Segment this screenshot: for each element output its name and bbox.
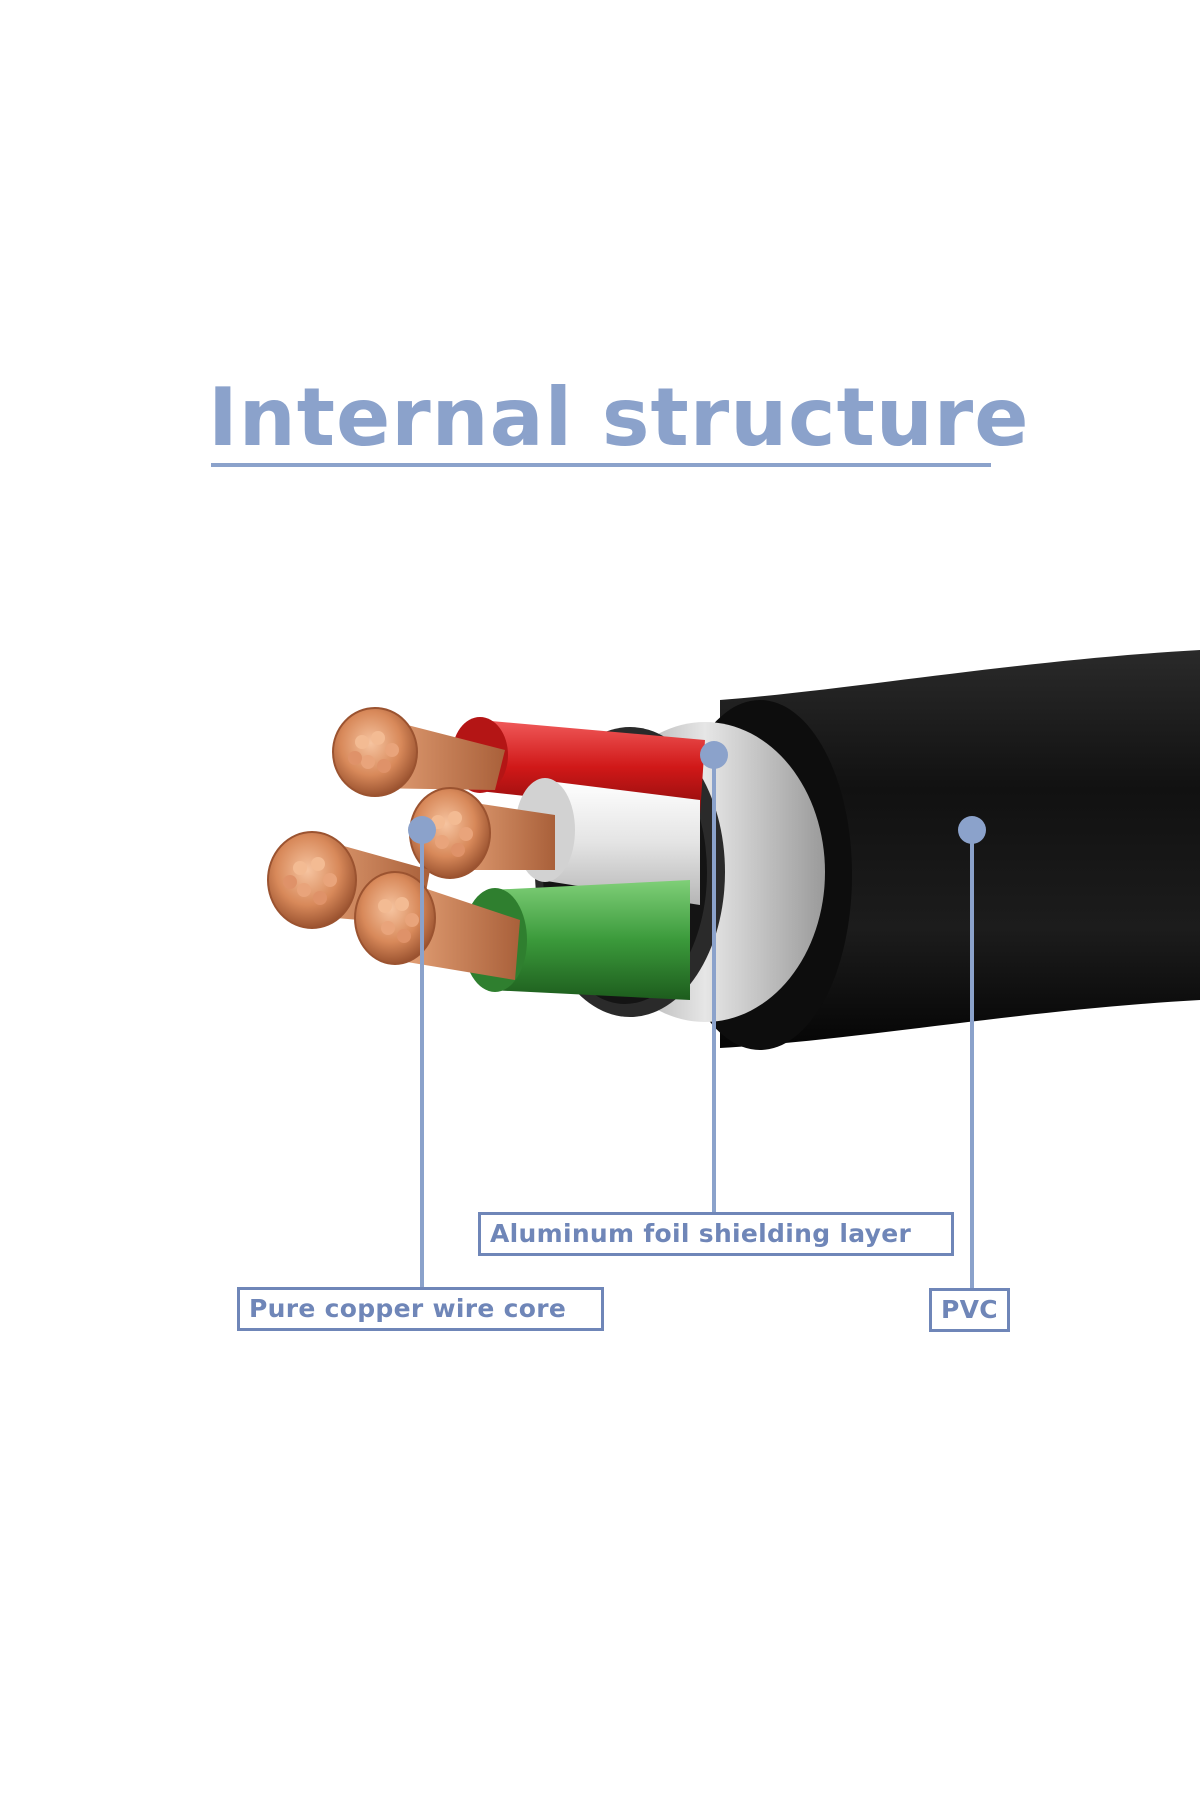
pvc-callout <box>958 816 986 1288</box>
title-underline <box>211 463 991 467</box>
copper-wire-top-left <box>332 707 505 797</box>
copper-callout <box>408 816 436 1287</box>
label-aluminum-foil-shielding-layer: Aluminum foil shielding layer <box>478 1212 954 1256</box>
page-title: Internal structure <box>208 371 1030 464</box>
copper-wire-bottom-center <box>354 871 520 980</box>
label-pvc: PVC <box>929 1288 1010 1332</box>
foil-callout <box>700 741 728 1212</box>
label-pure-copper-wire-core: Pure copper wire core <box>237 1287 604 1331</box>
copper-wire-bottom-left <box>267 831 430 929</box>
copper-wire-center <box>409 787 555 879</box>
